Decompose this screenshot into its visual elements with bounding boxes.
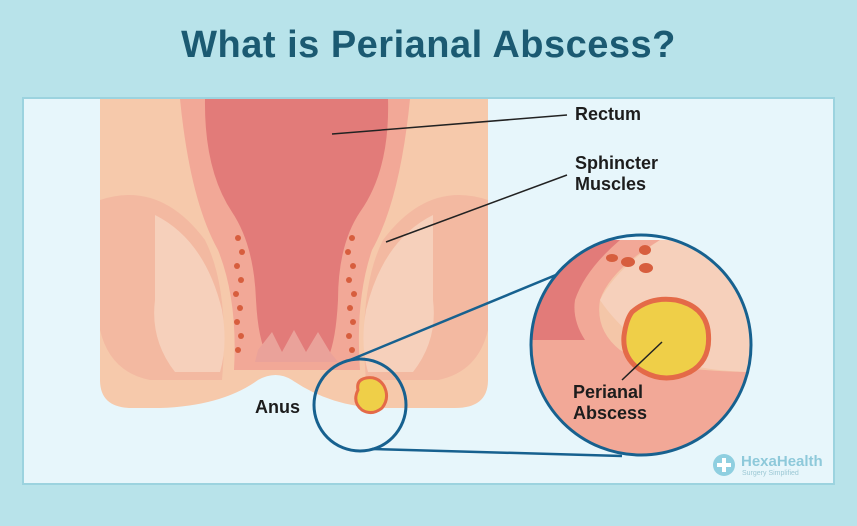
pointer-sphincter [385, 174, 568, 243]
label-sphincter-line2: Muscles [575, 174, 647, 194]
large-zoom-ring [529, 233, 753, 457]
anal-glands-right [345, 235, 357, 353]
medical-cross-icon [713, 454, 735, 476]
zoom-glands [606, 245, 653, 273]
label-anus: Anus [255, 397, 300, 417]
brand-logo: HexaHealth Surgery Simplified [713, 452, 833, 480]
brand-tagline: Surgery Simplified [742, 470, 799, 477]
anal-folds [255, 330, 338, 362]
zoom-muscle [531, 240, 751, 455]
small-zoom-ring [312, 357, 408, 453]
page-title: What is Perianal Abscess? [181, 24, 676, 66]
brand-name: HexaHealth [741, 453, 823, 470]
pointer-rectum [331, 114, 568, 135]
label-abscess-line1: Perianal [573, 382, 644, 402]
pointer-abscess [621, 341, 663, 381]
muscle-left-inner [154, 215, 225, 372]
label-abscess-line2: Abscess [573, 403, 648, 423]
small-abscess [354, 376, 389, 415]
label-sphincter-line1: Sphincter [575, 153, 659, 173]
label-rectum: Rectum [575, 104, 642, 124]
rectum-shape [204, 99, 389, 358]
anal-glands-left [233, 235, 245, 353]
